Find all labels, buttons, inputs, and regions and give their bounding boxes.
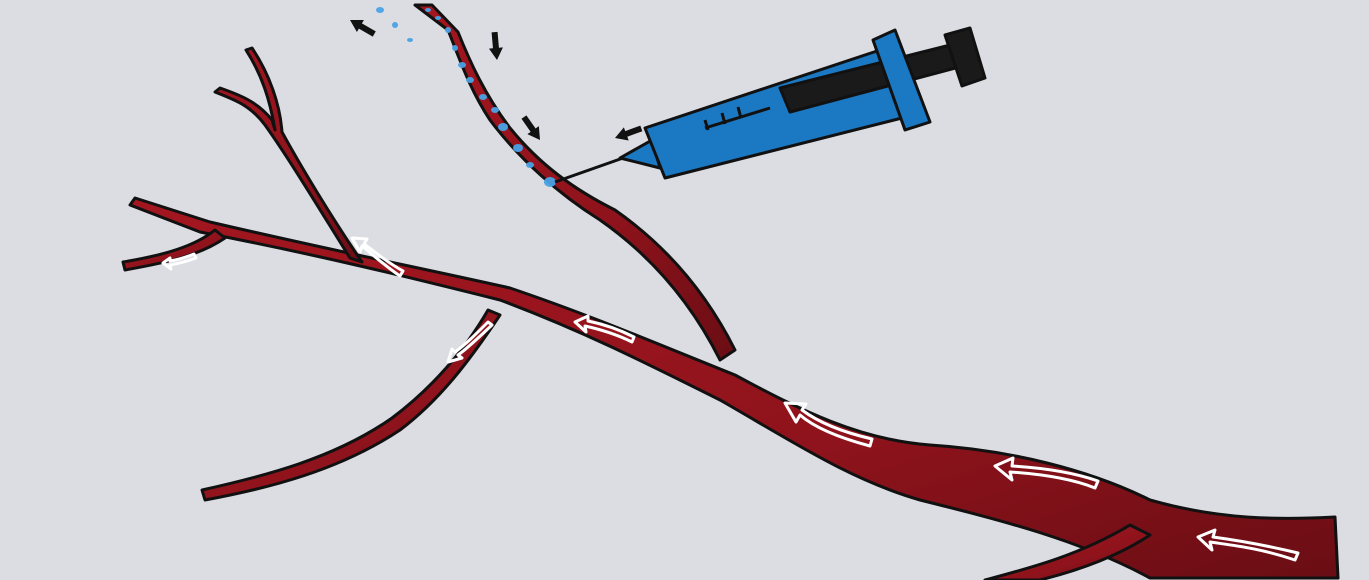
curved-flow-arrow-icon [446,320,494,364]
curved-flow-arrow-icon [161,252,198,271]
main-vein [128,196,1340,580]
fluid-bubble [392,22,398,28]
fluid-bubble [466,77,474,83]
fluid-bubble [452,45,458,51]
syringe-graduations [703,106,771,131]
direction-arrow-icon [350,19,376,37]
injected-vein-branch [413,3,737,362]
injection-direction-arrows [350,19,643,141]
blood-vessel-tree [121,3,1340,580]
fluid-bubble [407,38,413,42]
syringe-plunger-cap [943,26,987,88]
curved-flow-arrow-icon [1196,528,1300,562]
fluid-bubble [544,177,556,187]
upper-left-twig [213,46,364,264]
curved-flow-arrow-icon [573,314,636,344]
left-fork [121,228,227,272]
syringe-flange [871,28,932,132]
lower-branch [200,308,502,502]
direction-arrow-icon [488,31,503,60]
fluid-bubble [526,162,534,168]
fluid-bubble [491,107,499,113]
fluid-bubble [458,62,466,68]
direction-arrow-icon [521,115,540,140]
lower-right-branch [983,523,1152,580]
fluid-bubble [425,8,431,12]
syringe [554,26,987,184]
injected-fluid-bubbles [376,7,556,187]
curved-flow-arrow-icon [993,456,1100,490]
fluid-bubble [513,144,523,152]
direction-arrow-icon [615,125,643,141]
curved-flow-arrow-icon [783,401,874,448]
fluid-bubble [479,94,487,100]
blood-flow-arrows [161,236,1300,562]
fluid-bubble [435,16,441,20]
curved-flow-arrow-icon [350,236,405,278]
fluid-bubble [445,27,451,33]
fluid-bubble [376,7,384,13]
fluid-bubble [498,123,508,131]
